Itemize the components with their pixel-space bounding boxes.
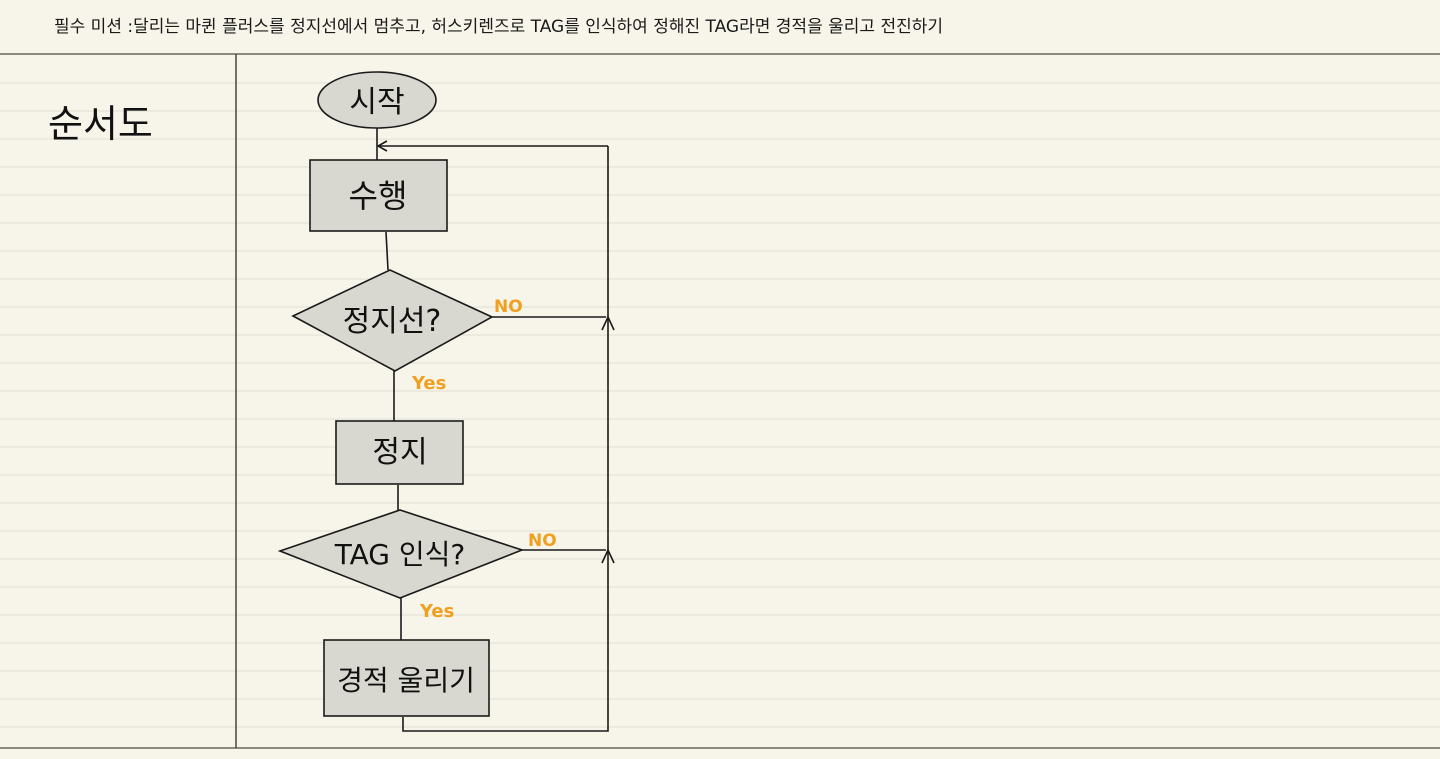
header-bar: 필수 미션 :달리는 마퀸 플러스를 정지선에서 멈추고, 허스키렌즈로 TAG… [0, 0, 1440, 54]
edges [376, 128, 615, 732]
edge-run-stopline [385, 231, 389, 271]
mission-title: 필수 미션 :달리는 마퀸 플러스를 정지선에서 멈추고, 허스키렌즈로 TAG… [54, 17, 943, 37]
stopline-decision [291, 269, 494, 372]
tag-decision [277, 509, 525, 599]
run-node-label: 수행 [349, 177, 408, 215]
edge-stopline-no-arrowhead [601, 315, 615, 331]
sidebar-title: 순서도 [48, 102, 153, 146]
stop-node [335, 420, 464, 485]
run-node [309, 159, 448, 232]
edge-horn-loop [402, 146, 609, 732]
edge-label-tag-yes: Yes [419, 601, 454, 622]
start-node [317, 71, 437, 129]
horn-node-label: 경적 울리기 [337, 664, 475, 697]
start-node-label: 시작 [349, 85, 404, 120]
edge-label-stopline-no: NO [494, 297, 523, 317]
stop-node-label: 정지 [372, 435, 427, 470]
ruled-lines [0, 82, 1440, 728]
edge-label-stopline-yes: Yes [411, 373, 446, 394]
edge-label-tag-no: NO [528, 531, 557, 551]
stopline-decision-label: 정지선? [343, 304, 442, 339]
horn-node [323, 639, 490, 717]
tag-decision-label: TAG 인식? [334, 538, 466, 571]
edge-tag-no-arrowhead [601, 548, 615, 564]
